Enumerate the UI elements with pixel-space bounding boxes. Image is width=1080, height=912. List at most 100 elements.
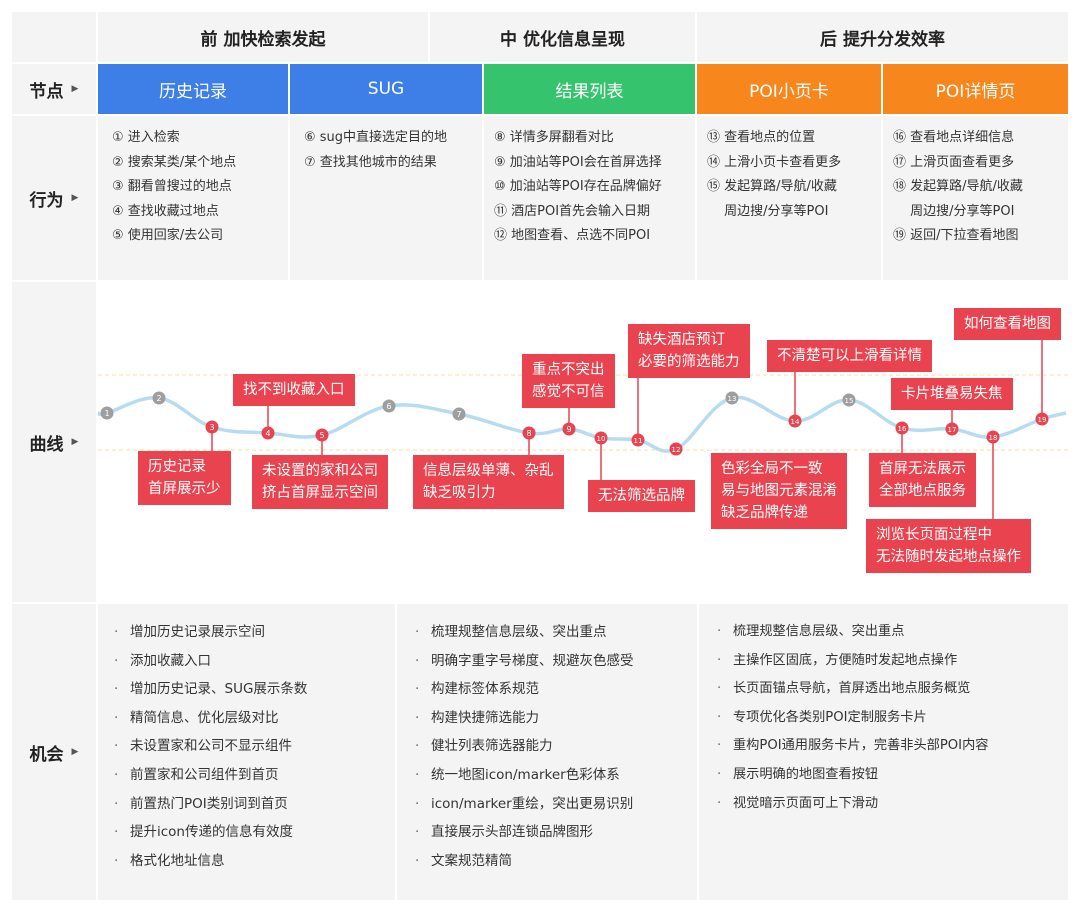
- curve-point-label: 10: [597, 435, 606, 443]
- behavior-item: ⑫ 地图查看、点选不同POI: [494, 228, 651, 244]
- pain-callout: 信息层级单薄、杂乱缺乏吸引力: [413, 455, 564, 509]
- callout-line: 未设置的家和公司: [262, 463, 378, 479]
- opportunity-item: 主操作区固底，方便随时发起地点操作: [717, 647, 1068, 676]
- opportunity-item: 长页面锚点导航，首屏透出地点服务概览: [717, 675, 1068, 704]
- opportunity-item: 统一地图icon/marker色彩体系: [415, 761, 697, 790]
- curve-point: 5: [315, 428, 329, 442]
- pain-callout: 卡片堆叠易失焦: [891, 378, 1013, 410]
- curve-point: 3: [205, 420, 219, 434]
- callout-line: 全部地点服务: [879, 483, 966, 499]
- corner-cell: [12, 12, 96, 62]
- behavior-item: ⑤ 使用回家/去公司: [112, 228, 224, 244]
- opportunity-item: 专项优化各类别POI定制服务卡片: [717, 704, 1068, 733]
- curve-point: 8: [522, 426, 536, 440]
- opportunity-item: 前置家和公司组件到首页: [114, 761, 395, 790]
- callout-line: 色彩全局不一致: [721, 461, 823, 477]
- curve-point: 15: [842, 393, 856, 407]
- behavior-item: ② 搜索某类/某个地点: [112, 154, 237, 170]
- behavior-item: 周边搜/分享等POI: [893, 203, 1015, 219]
- curve-point-dot: [986, 430, 1000, 444]
- behavior-cell-history: ① 进入检索 ② 搜索某类/某个地点 ③ 翻看曾搜过的地点 ④ 查找收藏过地点 …: [98, 116, 288, 280]
- pain-callout: 历史记录首屏展示少: [138, 451, 231, 505]
- behavior-item: ⑧ 详情多屏翻看对比: [494, 130, 614, 145]
- opportunity-item: 明确字重字号梯度、规避灰色感受: [415, 647, 697, 676]
- pain-callout: 重点不突出感觉不可信: [522, 354, 615, 408]
- curve-point-dot: [100, 406, 114, 420]
- caret-right-icon: ▶: [71, 193, 79, 203]
- opportunity-item: 增加历史记录展示空间: [114, 618, 395, 647]
- behavior-item: ⑨ 加油站等POI会在首屏选择: [494, 154, 662, 170]
- opportunity-item: icon/marker重绘，突出更易识别: [415, 790, 697, 819]
- row-label-opportunity: 机会▶: [12, 604, 96, 900]
- curve-point-dot: [842, 393, 856, 407]
- callout-line: 不清楚可以上滑看详情: [777, 348, 922, 364]
- callout-line: 信息层级单薄、杂乱: [423, 463, 554, 479]
- behavior-item: ⑯ 查看地点详细信息: [893, 130, 1015, 145]
- curve-point-label: 16: [898, 425, 907, 433]
- pain-callout: 色彩全局不一致易与地图元素混淆缺乏品牌传递: [711, 453, 847, 529]
- node-sug: SUG: [290, 64, 482, 114]
- row-label-curve: 曲线 ▶: [12, 282, 96, 602]
- pain-callout: 如何查看地图: [954, 308, 1061, 340]
- caret-right-icon: ▶: [71, 437, 79, 447]
- behavior-item: 周边搜/分享等POI: [707, 203, 829, 219]
- callout-line: 挤占首屏显示空间: [262, 485, 378, 501]
- curve-point: 12: [669, 442, 683, 456]
- opportunity-list: 梳理规整信息层级、突出重点 主操作区固底，方便随时发起地点操作 长页面锚点导航，…: [699, 604, 1068, 818]
- curve-point: 1: [100, 406, 114, 420]
- behavior-item: ③ 翻看曾搜过的地点: [112, 179, 232, 195]
- curve-point-label: 15: [845, 397, 854, 405]
- curve-point-dot: [205, 420, 219, 434]
- row-label-nodes: 节点 ▶: [12, 64, 96, 114]
- opportunity-cell-after: 梳理规整信息层级、突出重点 主操作区固底，方便随时发起地点操作 长页面锚点导航，…: [699, 604, 1068, 900]
- opportunity-item: 梳理规整信息层级、突出重点: [415, 618, 697, 647]
- callout-line: 历史记录: [148, 459, 206, 475]
- curve-point-label: 14: [791, 418, 800, 426]
- phase-header-after: 后 提升分发效率: [697, 12, 1068, 62]
- curve-point: 10: [594, 431, 608, 445]
- curve-point-dot: [261, 426, 275, 440]
- phase-header-before: 前 加快检索发起: [98, 12, 428, 62]
- row-label-behavior: 行为▶: [12, 116, 96, 280]
- node-poi-mini-card: POI小页卡: [697, 64, 881, 114]
- callout-line: 重点不突出: [532, 362, 605, 378]
- behavior-item: ⑬ 查看地点的位置: [707, 130, 816, 145]
- callout-line: 浏览长页面过程中: [876, 527, 992, 543]
- behavior-item: ⑥ sug中直接选定目的地: [304, 130, 448, 145]
- callout-line: 卡片堆叠易失焦: [901, 386, 1003, 402]
- callout-line: 无法随时发起地点操作: [876, 549, 1021, 565]
- curve-point: 7: [452, 407, 466, 421]
- caret-right-icon: ▶: [71, 84, 79, 94]
- row-label-curve-text: 曲线: [29, 434, 64, 455]
- pain-callout: 无法筛选品牌: [588, 480, 695, 512]
- opportunity-item: 构建标签体系规范: [415, 675, 697, 704]
- curve-point-dot: [1035, 412, 1049, 426]
- pain-callout: 缺失酒店预订必要的筛选能力: [628, 324, 750, 378]
- opportunity-list: 梳理规整信息层级、突出重点 明确字重字号梯度、规避灰色感受 构建标签体系规范 构…: [397, 604, 697, 875]
- curve-point-dot: [382, 399, 396, 413]
- curve-point: 11: [631, 433, 645, 447]
- row-label-nodes-text: 节点: [29, 81, 64, 102]
- curve-point: 18: [986, 430, 1000, 444]
- behavior-item: ⑰ 上滑页面查看更多: [893, 154, 1015, 170]
- curve-point-dot: [945, 422, 959, 436]
- curve-point-label: 9: [566, 425, 571, 434]
- callout-line: 无法筛选品牌: [598, 488, 685, 504]
- node-poi-detail: POI详情页: [883, 64, 1068, 114]
- curve-point: 4: [261, 426, 275, 440]
- callout-line: 感觉不可信: [532, 384, 605, 400]
- curve-point: 17: [945, 422, 959, 436]
- curve-point: 6: [382, 399, 396, 413]
- pain-callout: 浏览长页面过程中无法随时发起地点操作: [866, 519, 1031, 573]
- curve-point-label: 12: [672, 446, 681, 454]
- curve-point-label: 2: [156, 394, 161, 403]
- callout-line: 缺失酒店预订: [638, 332, 725, 348]
- behavior-cell-result-list: ⑧ 详情多屏翻看对比 ⑨ 加油站等POI会在首屏选择 ⑩ 加油站等POI存在品牌…: [484, 116, 695, 280]
- opportunity-item: 直接展示头部连锁品牌图形: [415, 818, 697, 847]
- behavior-item: ④ 查找收藏过地点: [112, 203, 219, 219]
- behavior-item: ⑱ 发起算路/导航/收藏: [893, 179, 1023, 195]
- node-result-list: 结果列表: [484, 64, 695, 114]
- curve-point-dot: [631, 433, 645, 447]
- callout-line: 首屏展示少: [148, 481, 221, 497]
